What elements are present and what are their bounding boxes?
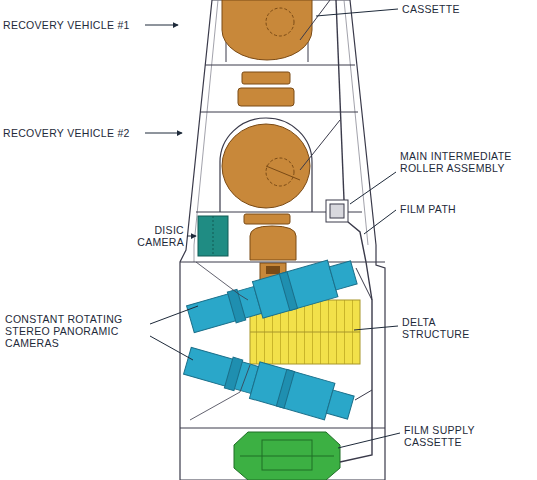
callout-label: CASSETTE bbox=[402, 3, 460, 15]
vehicle-shell bbox=[180, 0, 385, 480]
disic-camera bbox=[198, 216, 228, 256]
callout-label: DISIC CAMERA bbox=[122, 224, 184, 248]
callout-label: RECOVERY VEHICLE #1 bbox=[3, 19, 130, 31]
callout-label: CONSTANT ROTATING STEREO PANORAMIC CAMER… bbox=[5, 313, 145, 349]
callout-label: MAIN INTERMEDIATE ROLLER ASSEMBLY bbox=[400, 150, 534, 174]
film-supply-cassette bbox=[234, 432, 340, 480]
callout-label: FILM PATH bbox=[400, 203, 456, 215]
recovery-vehicle-2 bbox=[196, 118, 362, 281]
film-path bbox=[336, 0, 344, 200]
callout-label: RECOVERY VEHICLE #2 bbox=[3, 127, 130, 139]
stereo-camera-lower bbox=[182, 342, 356, 425]
stereo-camera-upper bbox=[185, 254, 359, 337]
callout-label: FILM SUPPLY CASSETTE bbox=[404, 424, 504, 448]
recovery-vehicle-1 bbox=[200, 0, 358, 112]
roller-assembly bbox=[326, 200, 348, 222]
callout-label: DELTA STRUCTURE bbox=[402, 316, 484, 340]
